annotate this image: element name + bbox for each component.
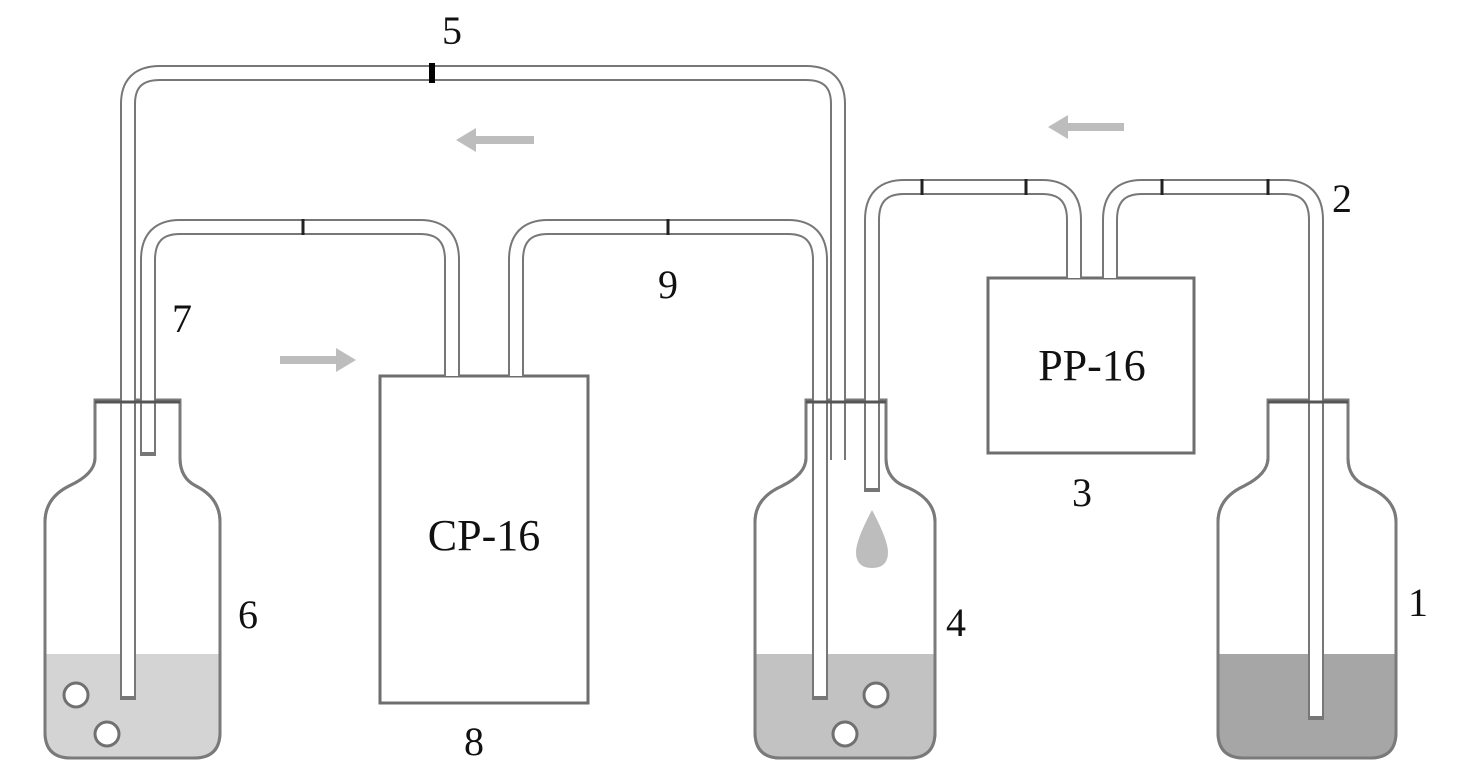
pump-cp-box (378, 374, 590, 705)
label-8: 8 (464, 719, 484, 764)
bubble (862, 681, 890, 709)
bottle-1 (1216, 398, 1398, 760)
arrow-left-icon (1048, 115, 1124, 139)
bottle-4 (753, 398, 937, 760)
label-6: 6 (238, 592, 258, 637)
label-9: 9 (658, 262, 678, 307)
bubble (831, 720, 859, 748)
liquid-bottle-1 (1218, 654, 1396, 758)
pump-pp-box (986, 276, 1196, 455)
label-4: 4 (946, 600, 966, 645)
bubble (93, 720, 121, 748)
bubble (62, 681, 90, 709)
arrow-left-icon (456, 128, 534, 152)
label-2: 2 (1332, 176, 1352, 221)
pump-cp-label: CP-16 (428, 511, 540, 560)
label-5: 5 (442, 8, 462, 53)
label-7: 7 (172, 296, 192, 341)
pump-pp-label: PP-16 (1038, 341, 1146, 390)
droplet-icon (856, 510, 888, 568)
label-1: 1 (1408, 580, 1428, 625)
label-3: 3 (1072, 470, 1092, 515)
tubes (120, 65, 1324, 720)
arrow-right-icon (280, 348, 356, 372)
